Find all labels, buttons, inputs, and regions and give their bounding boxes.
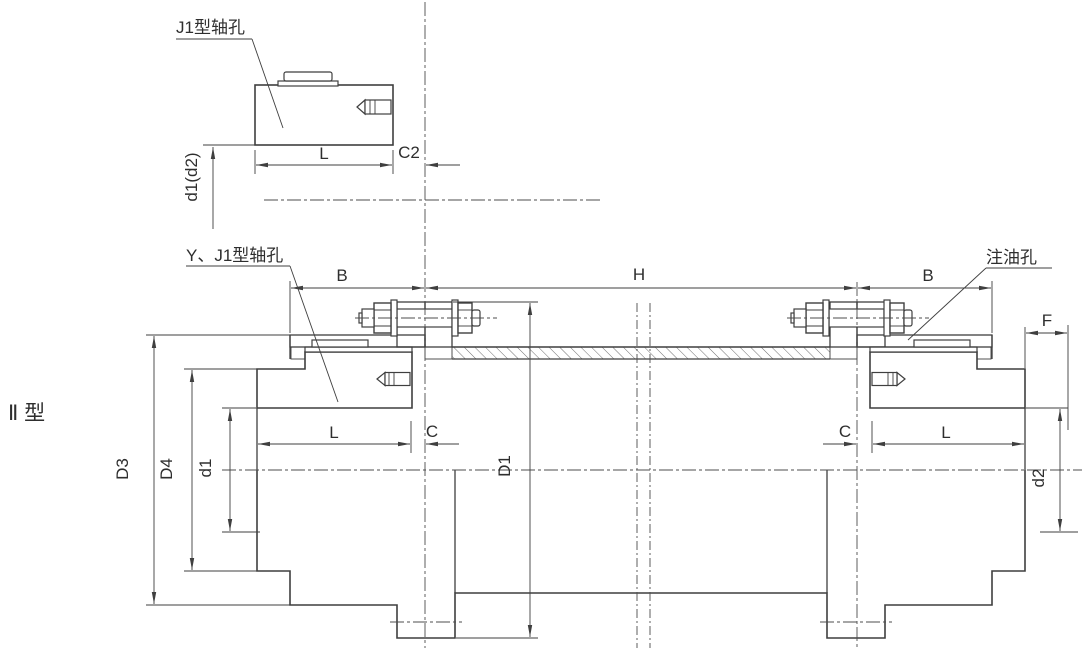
top-shaft-hole-callout [176, 38, 284, 129]
dim-label-F: F [1042, 311, 1052, 330]
plug-cap [283, 71, 333, 82]
dim-label-d2: d2 [1029, 469, 1048, 488]
bolt-assembly-right [786, 299, 930, 337]
right-set-screw [871, 371, 906, 387]
dim-label-D3: D3 [113, 458, 132, 480]
main-shaft-hole-callout [186, 265, 339, 403]
dim-label-B-left: B [336, 266, 347, 285]
dim-label-L-right: L [941, 423, 950, 442]
dim-label-D4: D4 [157, 458, 176, 480]
dim-label-L-left: L [329, 423, 338, 442]
dim-label-H: H [633, 265, 645, 284]
top-detail-view: J1型轴孔 L C2 d1(d2) [176, 18, 600, 229]
left-seal [290, 346, 306, 360]
lower-silhouette-left [256, 408, 641, 639]
left-cover-relief [311, 339, 369, 348]
dim-label-d1d2: d1(d2) [182, 152, 201, 201]
right-flange-neck [829, 346, 858, 360]
top-shaft-hole-label: J1型轴孔 [176, 18, 245, 37]
right-cover-relief [913, 339, 971, 348]
main-view: B H B F L C C L D3 D4 d1 D1 d2 Y、J1型轴孔 注… [8, 2, 1082, 648]
right-gear-mesh [869, 346, 978, 353]
plug-lip [277, 80, 339, 87]
dim-label-C2: C2 [398, 143, 420, 162]
dim-label-d1: d1 [196, 459, 215, 478]
bolt-assembly-left [355, 299, 497, 337]
left-gear-mesh [304, 346, 413, 353]
left-set-screw [376, 371, 411, 387]
dim-label-C-right: C [839, 422, 851, 441]
type-label: Ⅱ 型 [8, 402, 45, 425]
left-flange-neck [424, 346, 453, 360]
dim-label-D1: D1 [495, 455, 514, 477]
sleeve-tube [452, 346, 830, 360]
dim-label-C-left: C [426, 422, 438, 441]
oil-hole-label: 注油孔 [986, 248, 1037, 267]
right-seal [976, 346, 992, 360]
lower-silhouette-right [640, 407, 1026, 639]
set-screw-top [356, 98, 392, 116]
dim-label-B-right: B [922, 266, 933, 285]
detail-hub-section [254, 84, 394, 146]
oil-hole-callout [907, 267, 1052, 341]
main-shaft-hole-label: Y、J1型轴孔 [186, 246, 283, 265]
dim-label-L-top: L [319, 144, 328, 163]
